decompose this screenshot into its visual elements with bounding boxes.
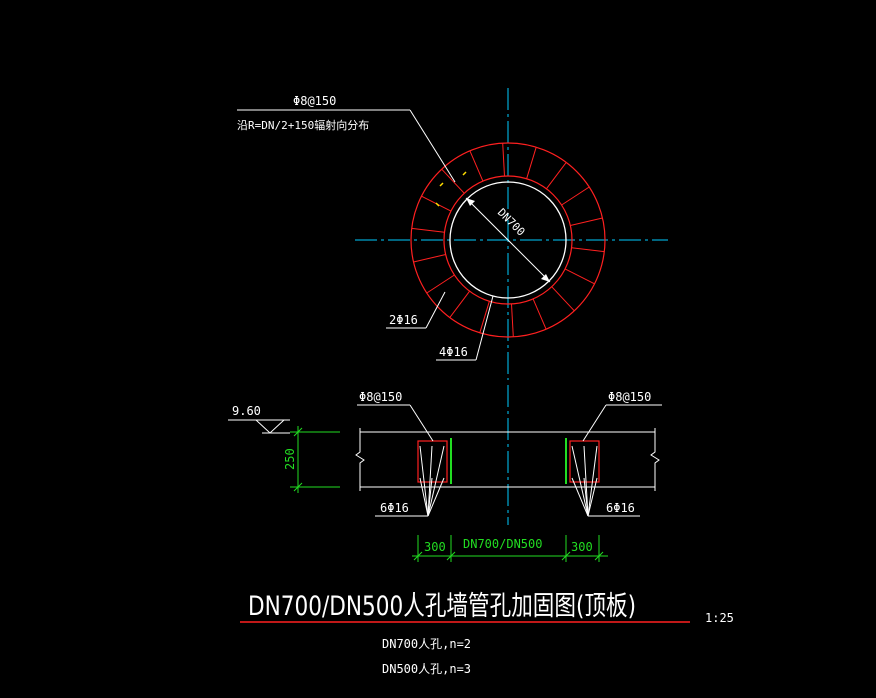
dim-middle-label: DN700/DN500 (463, 537, 542, 551)
inner-bar-label: 4Φ16 (439, 345, 468, 359)
note-dn700: DN700人孔,n=2 (382, 637, 471, 651)
radial-stirrup (441, 168, 465, 194)
marker-tick-2 (462, 171, 467, 176)
outer-ring-bar (410, 142, 606, 338)
radial-stirrup (479, 301, 490, 333)
diameter-arrow-start (466, 198, 475, 206)
pipe-opening (449, 181, 567, 299)
right-stirrup-label: Φ8@150 (608, 390, 651, 404)
thickness-dimension (290, 426, 340, 493)
left-bars-label: 6Φ16 (380, 501, 409, 515)
radial-stirrup (532, 298, 547, 330)
right-bar-fan (571, 445, 640, 517)
title-block: DN700/DN500人孔墙管孔加固图(顶板) 1:25 DN700人孔,n=2… (240, 591, 734, 676)
radial-stirrup (426, 274, 455, 294)
radial-stirrup (564, 268, 595, 285)
radial-stirrups (411, 143, 605, 337)
radial-stirrup (526, 147, 537, 179)
radial-stirrup (411, 227, 445, 233)
radial-stirrup (469, 150, 484, 182)
marker-tick-3 (435, 202, 440, 207)
drawing-title: DN700/DN500人孔墙管孔加固图(顶板) (248, 591, 636, 622)
radial-stirrup (570, 217, 603, 226)
elevation-label: 9.60 (232, 404, 261, 418)
stirrup-distribution-note: 沿R=DN/2+150辐射向分布 (237, 118, 369, 132)
dim-right-label: 300 (571, 540, 593, 554)
radial-stirrup (511, 303, 514, 337)
left-stirrup-leader-diagonal (409, 404, 434, 442)
break-line-left (355, 428, 365, 491)
radial-stirrup (571, 247, 605, 253)
inner-bar-leader-diagonal (475, 295, 494, 361)
radial-stirrup (551, 286, 575, 312)
left-stirrup-label: Φ8@150 (359, 390, 402, 404)
radial-stirrup (561, 186, 590, 206)
dim-left-label: 300 (424, 540, 446, 554)
break-line-right (650, 428, 660, 491)
drawing-scale: 1:25 (705, 611, 734, 625)
radial-stirrup (546, 162, 567, 190)
radial-stirrup (502, 143, 505, 177)
inner-ring-bar (443, 175, 573, 305)
radial-stirrup (413, 254, 446, 263)
ring-bar-label: 2Φ16 (389, 313, 418, 327)
diameter-arrow-end (541, 274, 550, 282)
stirrup-leader-label: Φ8@150 (293, 94, 336, 108)
left-bar-fan (375, 445, 445, 517)
stirrup-leader-diagonal (409, 109, 456, 183)
thickness-label: 250 (283, 448, 297, 470)
bottom-dimension (412, 535, 608, 562)
marker-tick-1 (439, 182, 444, 187)
diameter-dim-line (465, 197, 551, 283)
plan-view: DN700 Φ8@150 沿R=DN/2+150辐射向分布 2Φ16 4Φ16 (237, 88, 668, 380)
section-view: 6Φ16 6Φ16 Φ8@150 Φ8@150 9.60 250 (228, 385, 662, 562)
radial-stirrup (449, 290, 471, 318)
note-dn500: DN500人孔,n=3 (382, 662, 471, 676)
right-stirrup-leader-diagonal (582, 404, 607, 442)
right-bars-label: 6Φ16 (606, 501, 635, 515)
ring-bar-leader-diagonal (425, 291, 446, 329)
